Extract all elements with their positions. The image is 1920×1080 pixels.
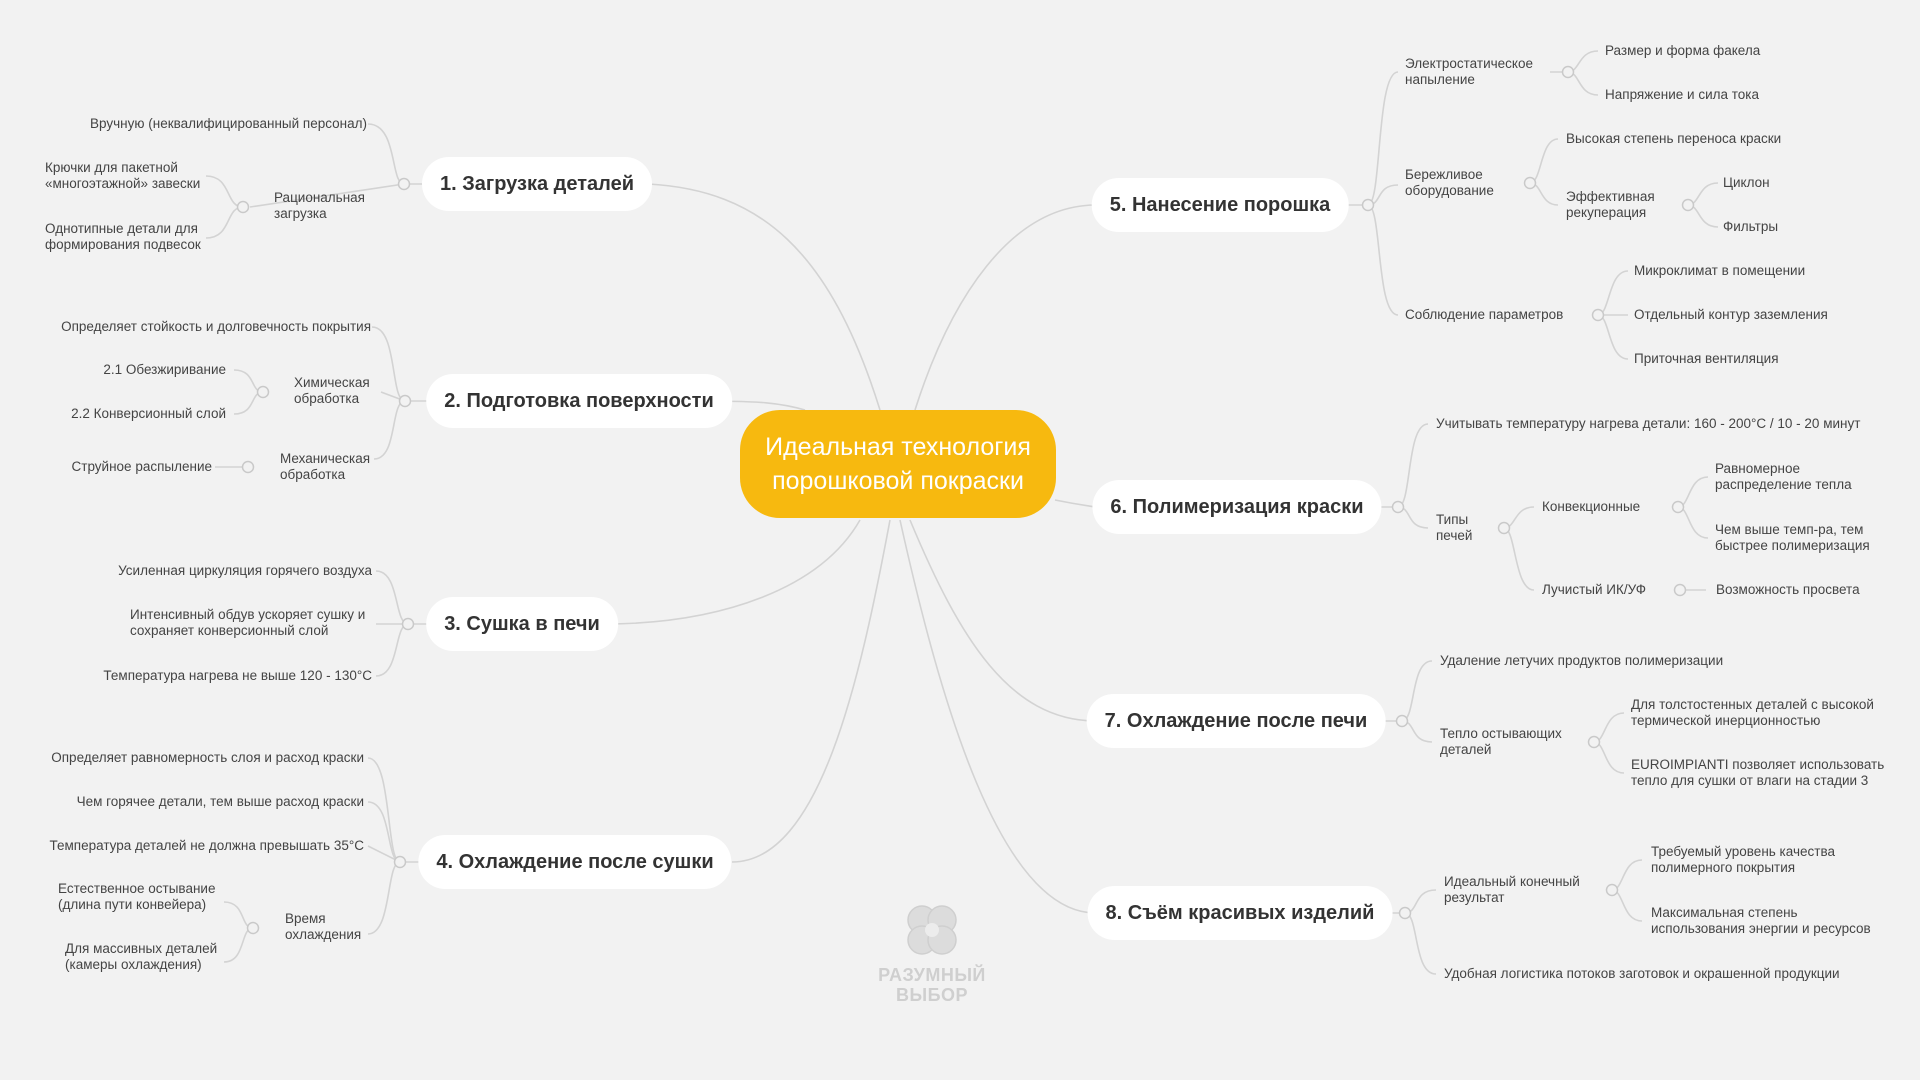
b5-filters[interactable]: Фильтры (1723, 219, 1779, 234)
branch-2-node[interactable]: 2. Подготовка поверхности (426, 374, 732, 428)
b8-logistics[interactable]: Удобная логистика потоков заготовок и ок… (1444, 966, 1840, 981)
b5-params[interactable]: Соблюдение параметров (1405, 307, 1564, 322)
central-topic[interactable]: Идеальная технология порошковой покраски (740, 410, 1056, 518)
b3-temp[interactable]: Температура нагрева не выше 120 - 130°С (103, 668, 372, 683)
b4-massive[interactable]: Для массивных деталей(камеры охлаждения) (65, 941, 218, 972)
b4-uniform[interactable]: Определяет равномерность слоя и расход к… (51, 750, 364, 765)
branch-8-node[interactable]: 8. Съём красивых изделий (1087, 886, 1393, 940)
b6-heat[interactable]: Учитывать температуру нагрева детали: 16… (1436, 416, 1861, 431)
branch-1-node[interactable]: 1. Загрузка деталей (422, 157, 652, 211)
b4-maxtemp[interactable]: Температура деталей не должна превышать … (49, 838, 364, 853)
b1-hooks[interactable]: Крючки для пакетной«многоэтажной» завеск… (45, 160, 201, 191)
b5-transfer[interactable]: Высокая степень переноса краски (1566, 131, 1782, 146)
logo-icon (907, 905, 957, 955)
branch-3-node[interactable]: 3. Сушка в печи (426, 597, 618, 651)
central-topic-line2: порошковой покраски (772, 467, 1024, 495)
b3-circ[interactable]: Усиленная циркуляция горячего воздуха (118, 563, 372, 578)
logo-line2: ВЫБОР (895, 985, 969, 1005)
branch-6-node[interactable]: 6. Полимеризация краски (1092, 480, 1382, 534)
branch-5-node[interactable]: 5. Нанесение порошка (1091, 178, 1349, 232)
b5-ground[interactable]: Отдельный контур заземления (1634, 307, 1828, 322)
b5-voltage[interactable]: Напряжение и сила тока (1605, 87, 1759, 102)
b2-degrease[interactable]: 2.1 Обезжиривание (103, 362, 226, 377)
b7-volatile[interactable]: Удаление летучих продуктов полимеризации (1440, 653, 1724, 668)
branch-4-node[interactable]: 4. Охлаждение после сушки (418, 835, 732, 889)
logo-line1: РАЗУМНЫЙ (878, 965, 986, 985)
b5-torch[interactable]: Размер и форма факела (1605, 43, 1761, 58)
central-topic-line1: Идеальная технология (765, 433, 1031, 461)
b5-vent[interactable]: Приточная вентиляция (1634, 351, 1779, 366)
b2-conv[interactable]: 2.2 Конверсионный слой (71, 406, 226, 421)
b4-hotter[interactable]: Чем горячее детали, тем выше расход крас… (76, 794, 364, 809)
b5-micro[interactable]: Микроклимат в помещении (1634, 263, 1806, 278)
b2-blast[interactable]: Струйное распыление (71, 459, 212, 474)
branch-7-node[interactable]: 7. Охлаждение после печи (1086, 694, 1386, 748)
b6-gap[interactable]: Возможность просвета (1716, 582, 1860, 597)
b4-natural[interactable]: Естественное остывание(длина пути конвей… (58, 881, 216, 912)
b1-manual[interactable]: Вручную (неквалифицированный персонал) (90, 116, 367, 131)
b2-defines[interactable]: Определяет стойкость и долговечность пок… (61, 319, 371, 334)
b6-ir[interactable]: Лучистый ИК/УФ (1542, 582, 1646, 597)
b6-conv[interactable]: Конвекционные (1542, 499, 1641, 514)
watermark-logo: РАЗУМНЫЙ ВЫБОР (862, 900, 1002, 1005)
b5-cyclone[interactable]: Циклон (1723, 175, 1770, 190)
